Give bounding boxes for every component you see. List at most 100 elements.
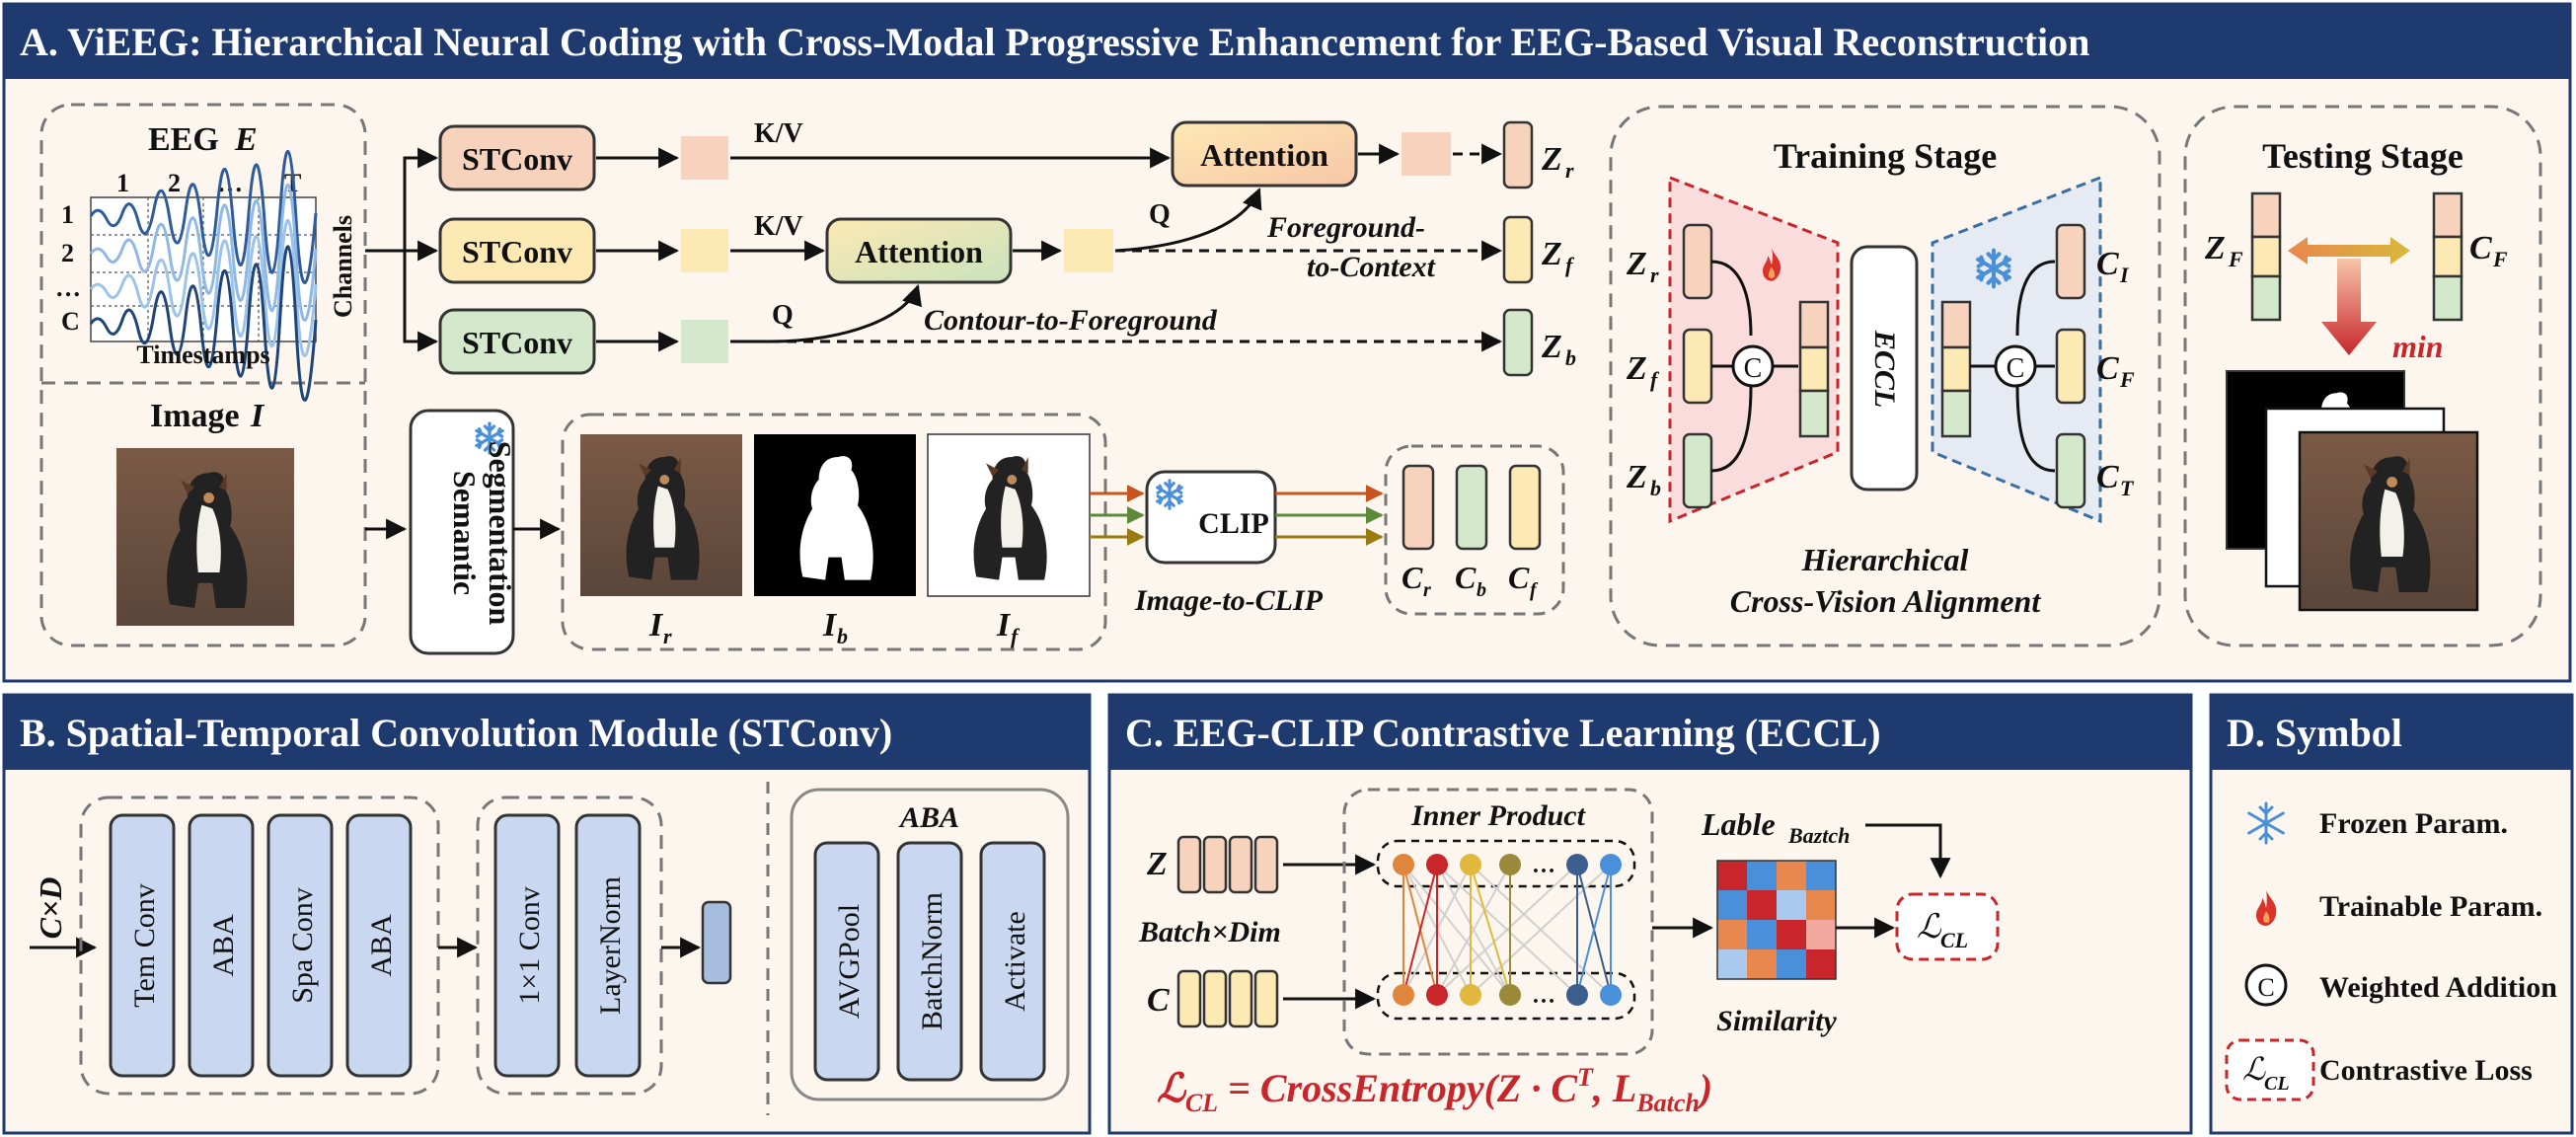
svg-text:r: r xyxy=(1565,158,1574,183)
svg-text:ECCL: ECCL xyxy=(1868,330,1901,408)
inner-product-label: Inner Product xyxy=(1410,799,1587,832)
eeg-y-label: Channels xyxy=(329,215,357,318)
svg-text:C: C xyxy=(2096,246,2119,282)
svg-text:Z: Z xyxy=(1541,329,1562,365)
eeg-branch-lines xyxy=(365,147,439,352)
svg-text:1: 1 xyxy=(116,169,129,197)
legend-trainable-label: Trainable Param. xyxy=(2319,890,2542,923)
testing-stage xyxy=(2183,105,2542,647)
svg-text:STConv: STConv xyxy=(462,234,572,269)
svg-text:f: f xyxy=(1565,253,1575,277)
stconv-r: STConv xyxy=(438,124,596,191)
feature-f xyxy=(681,229,728,272)
image-r xyxy=(580,434,742,596)
image-title: Image xyxy=(150,398,240,434)
svg-text:Spa Conv: Spa Conv xyxy=(286,887,319,1004)
eeg-x-label: Timestamps xyxy=(136,341,269,369)
test-zf-bar xyxy=(2250,191,2282,322)
svg-text:ABA: ABA xyxy=(365,914,398,977)
aba-group xyxy=(790,788,1070,1101)
attention-top: Attention xyxy=(1171,120,1358,188)
svg-text:…: … xyxy=(1532,853,1555,878)
c-r-bar xyxy=(1402,464,1435,551)
c-c-label: C xyxy=(1147,982,1170,1019)
test-cf-label: C xyxy=(2469,230,2492,266)
svg-text:2: 2 xyxy=(168,169,181,197)
image-f xyxy=(927,433,1091,597)
b-group-1 xyxy=(79,796,440,1096)
c-loss-box: ℒ CL xyxy=(1895,892,2000,961)
svg-text:LayerNorm: LayerNorm xyxy=(594,876,627,1015)
svg-text:ABA: ABA xyxy=(207,914,240,977)
svg-text:Z: Z xyxy=(1626,350,1647,387)
loss-formula: ℒCL = CrossEntropy(Z · CT, LBatch) xyxy=(1157,1063,1712,1117)
label-batch: Lable xyxy=(1701,806,1776,842)
attention-mid: Attention xyxy=(825,217,1013,284)
svg-text:2: 2 xyxy=(61,239,74,267)
feature-f2 xyxy=(1064,229,1113,272)
svg-text:I: I xyxy=(2119,263,2130,287)
svg-text:Attention: Attention xyxy=(855,234,983,269)
svg-text:Segmentation: Segmentation xyxy=(483,441,518,626)
test-cf-bar xyxy=(2432,191,2463,322)
legend-loss-label: Contrastive Loss xyxy=(2319,1054,2533,1087)
svg-text:C: C xyxy=(1508,560,1530,595)
panel-c-title: C. EEG-CLIP Contrastive Learning (ECCL) xyxy=(1125,711,1881,755)
image-symbol: I xyxy=(250,398,265,434)
clip-in-arrows xyxy=(1090,485,1145,546)
svg-text:Attention: Attention xyxy=(1200,137,1328,173)
svg-text:Z: Z xyxy=(1626,459,1647,495)
svg-text:r: r xyxy=(1423,579,1431,601)
inner-product-nodes-top: … xyxy=(1393,853,1622,878)
image-b xyxy=(754,434,916,596)
kv-label-mid: K/V xyxy=(754,211,803,242)
panel-d-legend: Frozen Param. Trainable Param. C Weighte… xyxy=(2225,801,2557,1101)
svg-text:C: C xyxy=(61,307,80,336)
legend-trainable: Trainable Param. xyxy=(2256,890,2542,926)
panel-c-header xyxy=(1109,695,2191,770)
q-label-mid: Q xyxy=(1149,199,1171,230)
inner-product-lines xyxy=(1402,864,1612,996)
svg-text:F: F xyxy=(2492,247,2508,271)
test-down-arrow xyxy=(2321,259,2377,355)
eeg-row-labels: 1 2 … C xyxy=(55,200,81,336)
panel-a-title: A. ViEEG: Hierarchical Neural Coding wit… xyxy=(20,20,2089,64)
svg-text:AVGPool: AVGPool xyxy=(833,904,866,1019)
svg-text:T: T xyxy=(2120,476,2135,500)
similarity-matrix xyxy=(1716,860,1837,980)
c-c-bars xyxy=(1176,969,1279,1028)
svg-text:b: b xyxy=(1565,345,1576,370)
b-output-bar xyxy=(701,900,732,985)
svg-text:STConv: STConv xyxy=(462,141,572,177)
stconv-f: STConv xyxy=(438,217,596,284)
dog-photo xyxy=(116,448,294,626)
panel-d-header xyxy=(2211,695,2572,770)
svg-text:C: C xyxy=(1744,353,1763,384)
legend-weighted-label: Weighted Addition xyxy=(2319,971,2557,1004)
clip-feature-group xyxy=(1384,444,1565,616)
z-b-bar xyxy=(1502,308,1534,377)
svg-text:C: C xyxy=(2096,350,2119,387)
panel-a-header xyxy=(4,4,2570,79)
batch-dim-label: Batch×Dim xyxy=(1138,916,1281,948)
svg-text:Semantic: Semantic xyxy=(447,471,483,595)
svg-text:1: 1 xyxy=(61,200,74,229)
svg-text:CL: CL xyxy=(1940,928,1968,952)
image-group xyxy=(561,413,1107,651)
image-to-clip: Image-to-CLIP xyxy=(1134,584,1324,617)
legend-frozen: Frozen Param. xyxy=(2247,801,2508,845)
semantic-segmentation: Semantic Segmentation xyxy=(409,409,518,655)
inner-product-group xyxy=(1342,788,1654,1056)
stconv-b: STConv xyxy=(438,308,596,375)
feature-r xyxy=(681,136,728,180)
svg-text:C: C xyxy=(1402,560,1423,595)
svg-text:CLIP: CLIP xyxy=(1198,507,1269,540)
svg-text:Tem Conv: Tem Conv xyxy=(128,883,161,1007)
svg-text:ℒ: ℒ xyxy=(2242,1051,2266,1087)
c-z-bars xyxy=(1176,835,1279,894)
svg-text:F: F xyxy=(2119,367,2135,392)
